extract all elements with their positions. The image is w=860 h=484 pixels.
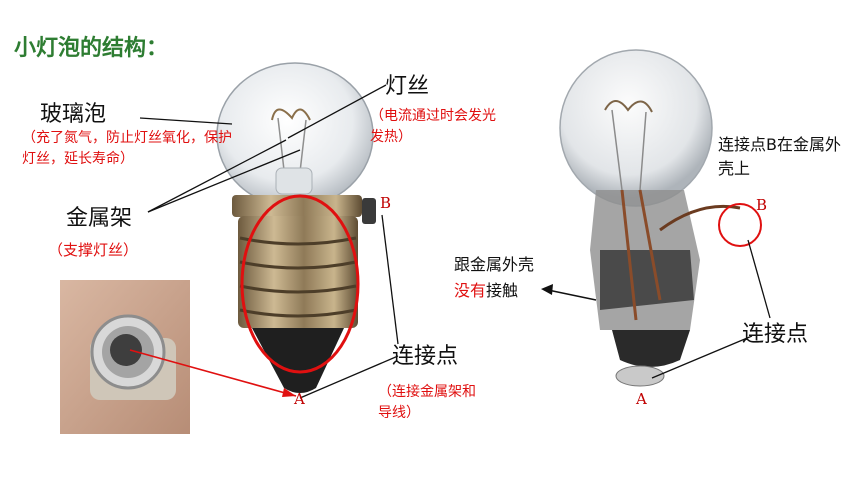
- left-contact-note: （连接金属架和导线）: [378, 384, 476, 421]
- arrow-head: [282, 388, 296, 397]
- contact-b-label: 连接点B在金属外壳上: [718, 135, 841, 178]
- closeup-arrow: [129, 349, 297, 397]
- metal-frame-label: 金属架: [66, 206, 133, 231]
- shell-text-contact: 接触: [486, 281, 519, 300]
- left-contact-label: 连接点: [392, 344, 459, 369]
- left-point-a: A: [294, 390, 305, 408]
- right-point-b: B: [756, 196, 768, 214]
- left-leader-lines: [139, 84, 399, 399]
- right-contact-label: 连接点: [742, 322, 809, 347]
- contact-b-circle: [718, 203, 762, 247]
- screw-thread: [238, 216, 358, 328]
- filament-label: 灯丝: [385, 74, 430, 99]
- bulb-inner-photo: [559, 49, 741, 387]
- right-leader-lines: [651, 239, 771, 379]
- shell-text-line1: 跟金属外壳: [454, 255, 535, 274]
- thread-highlight-ellipse: [240, 194, 360, 374]
- shell-arrow-head: [541, 284, 553, 295]
- bulb-base-closeup-photo: [60, 280, 190, 434]
- small-bulb-photo: [216, 62, 376, 393]
- page-title: 小灯泡的结构：: [14, 36, 169, 61]
- filament-note: （电流通过时会发光发热）: [370, 108, 496, 145]
- metal-frame-note: （支撑灯丝）: [48, 241, 139, 259]
- shell-arrow: [547, 289, 597, 301]
- right-point-a: A: [636, 390, 647, 408]
- shell-text-line2: 没有接触: [454, 277, 518, 301]
- shell-text-not: 没有: [454, 281, 487, 300]
- glass-bulb-note: （充了氮气，防止灯丝氧化，保护灯丝，延长寿命）: [22, 130, 232, 167]
- glass-bulb-label: 玻璃泡: [40, 102, 107, 127]
- left-point-b: B: [380, 194, 392, 212]
